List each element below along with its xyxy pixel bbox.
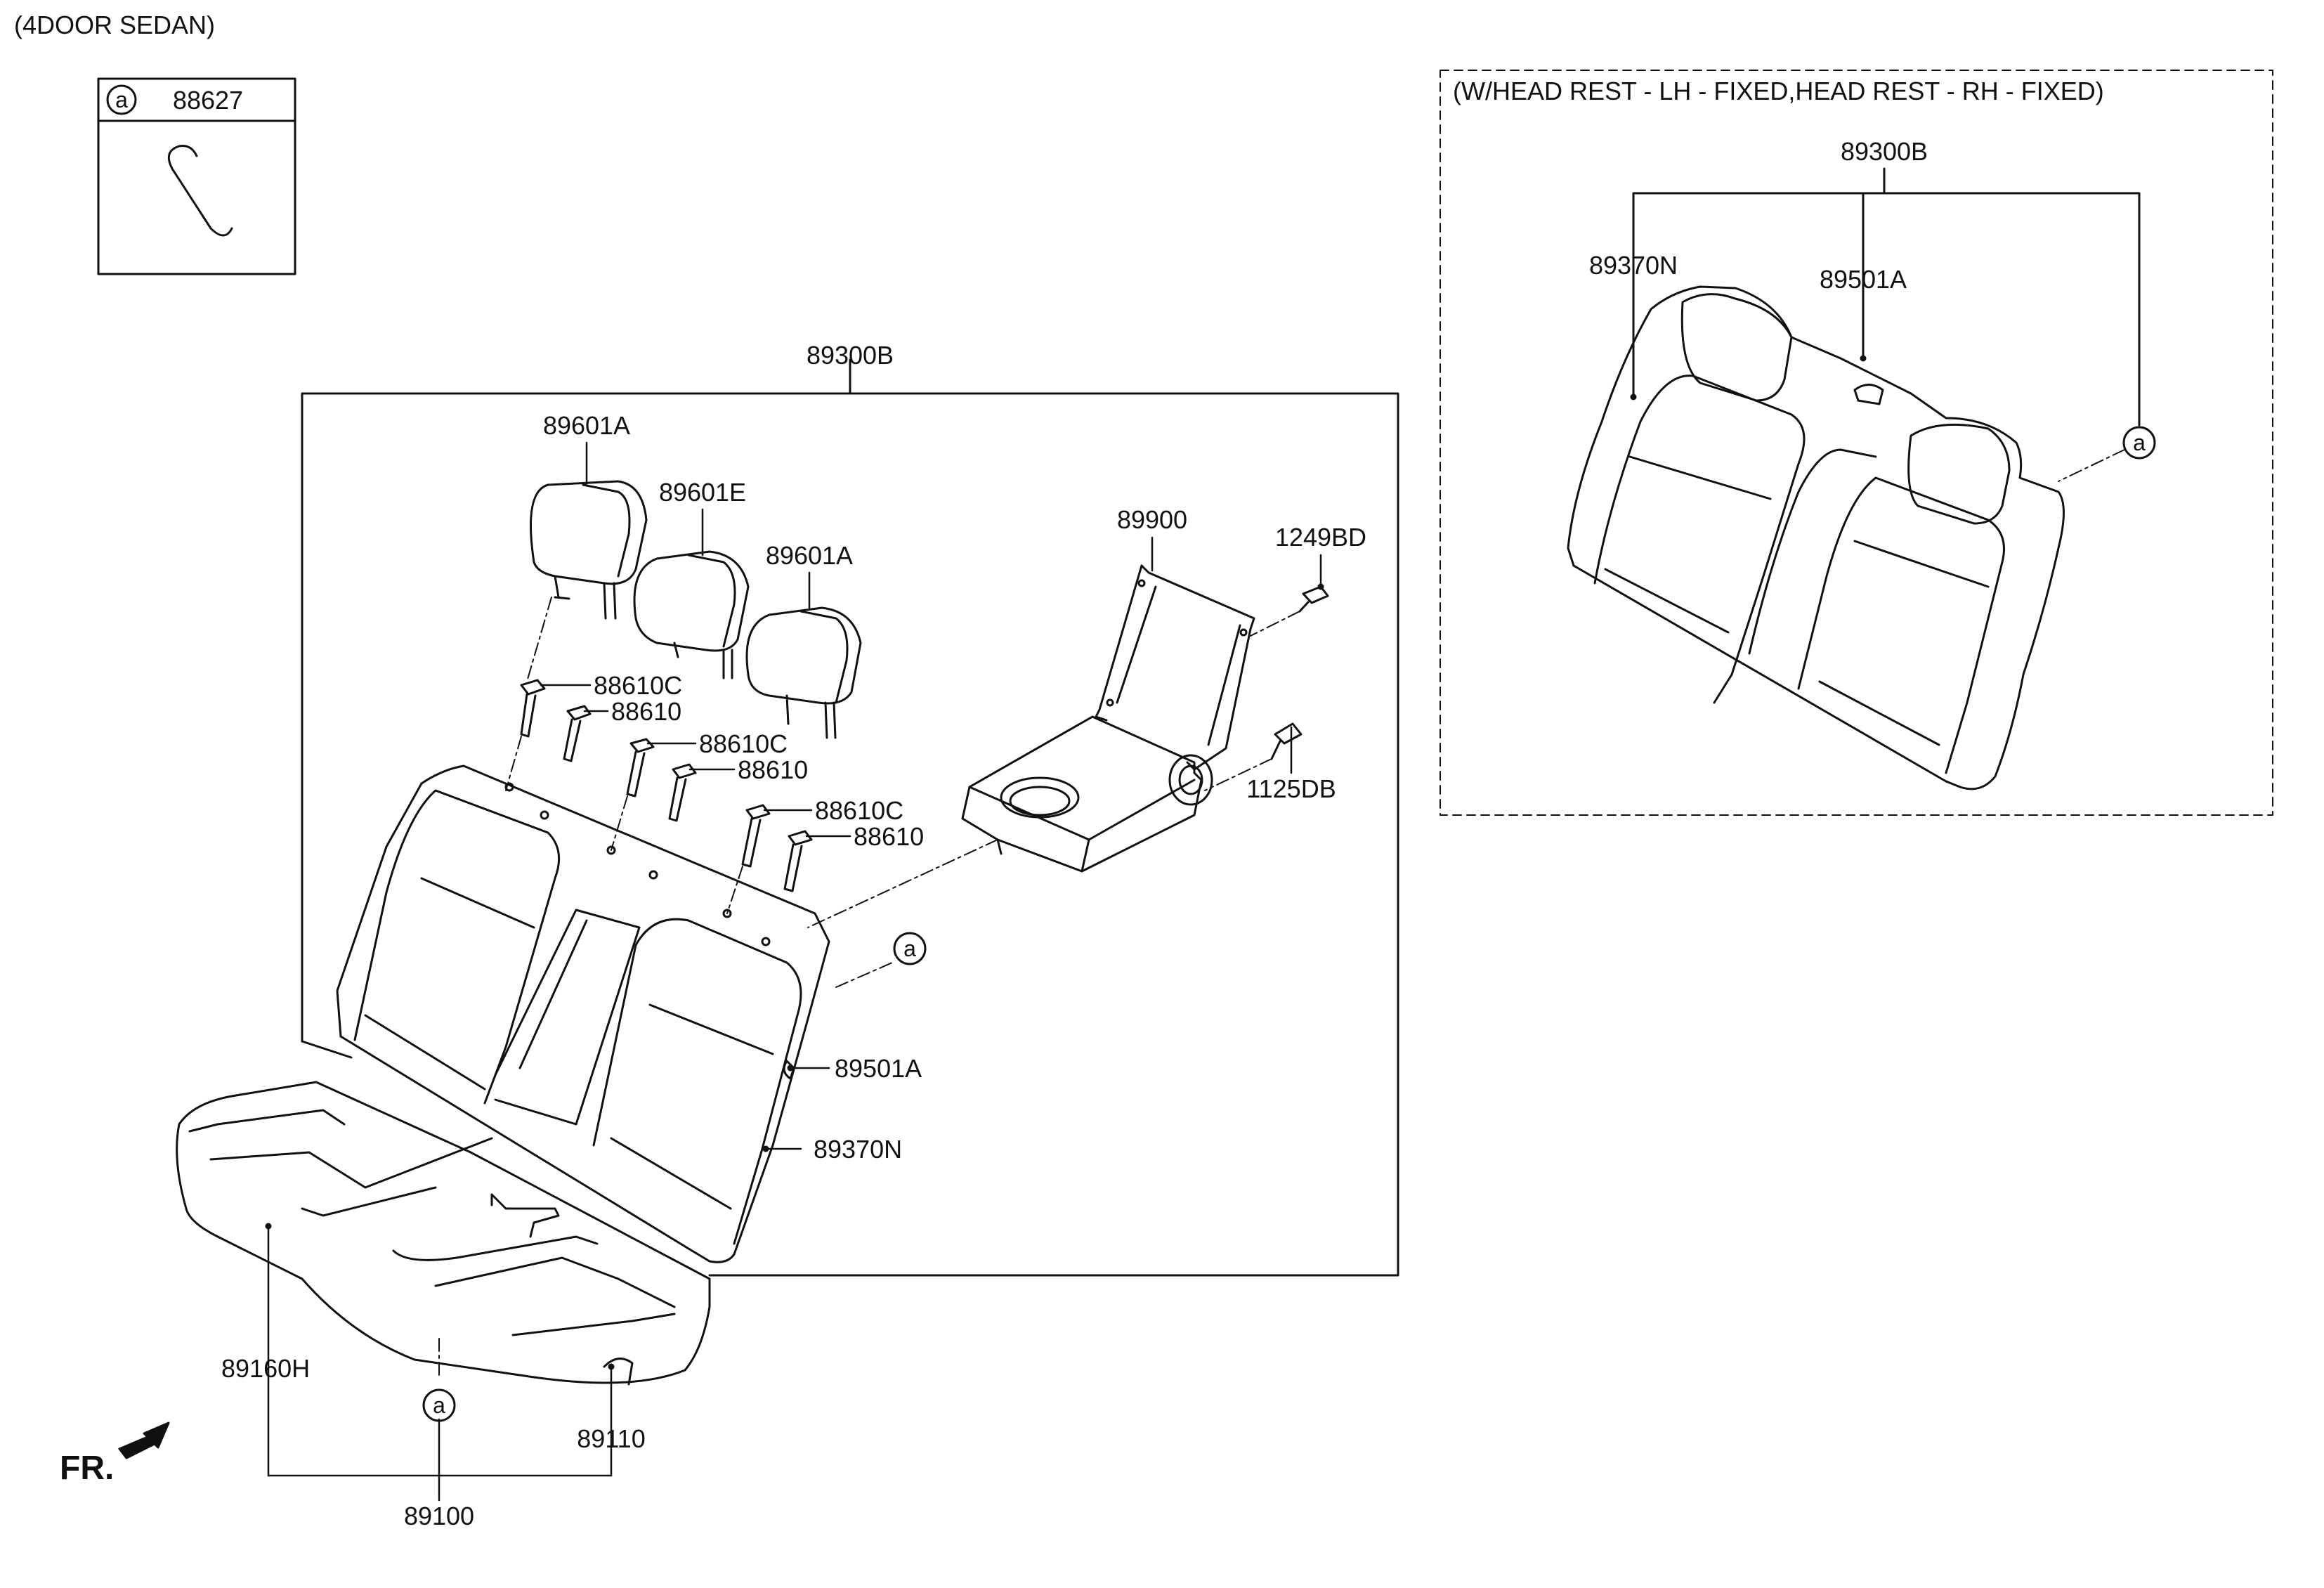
variant-label-frame: 89501A xyxy=(1820,265,1907,294)
variant-ref-letter: a xyxy=(2133,430,2146,455)
variant-heading: (4DOOR SEDAN) xyxy=(14,11,215,39)
label-guide-4: 88610 xyxy=(738,755,808,784)
cushion-ref-circle xyxy=(422,1388,456,1422)
label-guide-5: 88610C xyxy=(815,796,903,825)
label-guide-3: 88610C xyxy=(699,729,788,758)
direction-arrow-icon xyxy=(118,1421,170,1459)
guide-6 xyxy=(783,830,813,892)
guide-4 xyxy=(668,763,697,822)
variant-label-cover: 89370N xyxy=(1589,251,1678,280)
label-screw: 1249BD xyxy=(1275,523,1366,552)
variant-frame-mark xyxy=(1853,384,1884,405)
label-guide-6: 88610 xyxy=(854,822,924,851)
back-frame-mark xyxy=(783,1060,795,1080)
label-headrest-rh: 89601A xyxy=(766,541,853,570)
label-cushion-cover: 89160H xyxy=(221,1354,310,1383)
variant-ref-circle xyxy=(2122,426,2156,460)
seat-cushion xyxy=(176,1081,711,1386)
bolt-1125db xyxy=(1204,722,1303,791)
guide-2 xyxy=(563,705,592,762)
variant-seat-back xyxy=(1567,285,2065,790)
legend-part-number: 88627 xyxy=(173,86,243,115)
label-cushion-assembly: 89100 xyxy=(404,1502,474,1530)
legend-ref-letter: a xyxy=(115,87,128,112)
variant-box xyxy=(1440,70,2273,816)
headrest-center xyxy=(633,550,750,679)
label-headrest-lh: 89601A xyxy=(543,411,630,440)
label-armrest: 89900 xyxy=(1117,505,1187,534)
guide-1 xyxy=(520,679,546,738)
armrest-assembly xyxy=(807,564,1255,928)
label-bolt: 1125DB xyxy=(1246,774,1336,803)
label-cushion-pad: 89110 xyxy=(577,1424,645,1453)
headrest-rh xyxy=(745,606,862,739)
front-direction-label: FR. xyxy=(60,1450,114,1487)
label-back-cover: 89370N xyxy=(814,1135,902,1164)
main-assembly-number: 89300B xyxy=(807,341,894,370)
seat-back xyxy=(336,764,893,1263)
leader-lines xyxy=(267,441,1322,1502)
legend-box xyxy=(97,77,296,275)
legend-ref-circle xyxy=(106,84,137,115)
headrest-guide-set xyxy=(505,597,813,914)
guide-3 xyxy=(626,738,655,798)
cushion-pad-mark xyxy=(603,1358,634,1386)
variant-box-title: (W/HEAD REST - LH - FIXED,HEAD REST - RH… xyxy=(1453,77,2104,105)
label-back-frame: 89501A xyxy=(835,1054,922,1083)
main-ref-circle xyxy=(893,932,927,965)
variant-assembly-number: 89300B xyxy=(1841,137,1928,166)
hook-clip-icon xyxy=(167,145,233,237)
label-guide-2: 88610 xyxy=(611,697,681,726)
cushion-ref-letter: a xyxy=(433,1393,445,1418)
main-ref-letter: a xyxy=(903,936,916,961)
main-assembly-frame xyxy=(301,358,1399,1277)
screw-1249bd xyxy=(1250,585,1329,637)
headrest-lh xyxy=(530,480,648,620)
guide-5 xyxy=(741,804,771,868)
label-headrest-center: 89601E xyxy=(659,478,746,507)
label-guide-1: 88610C xyxy=(594,671,682,700)
